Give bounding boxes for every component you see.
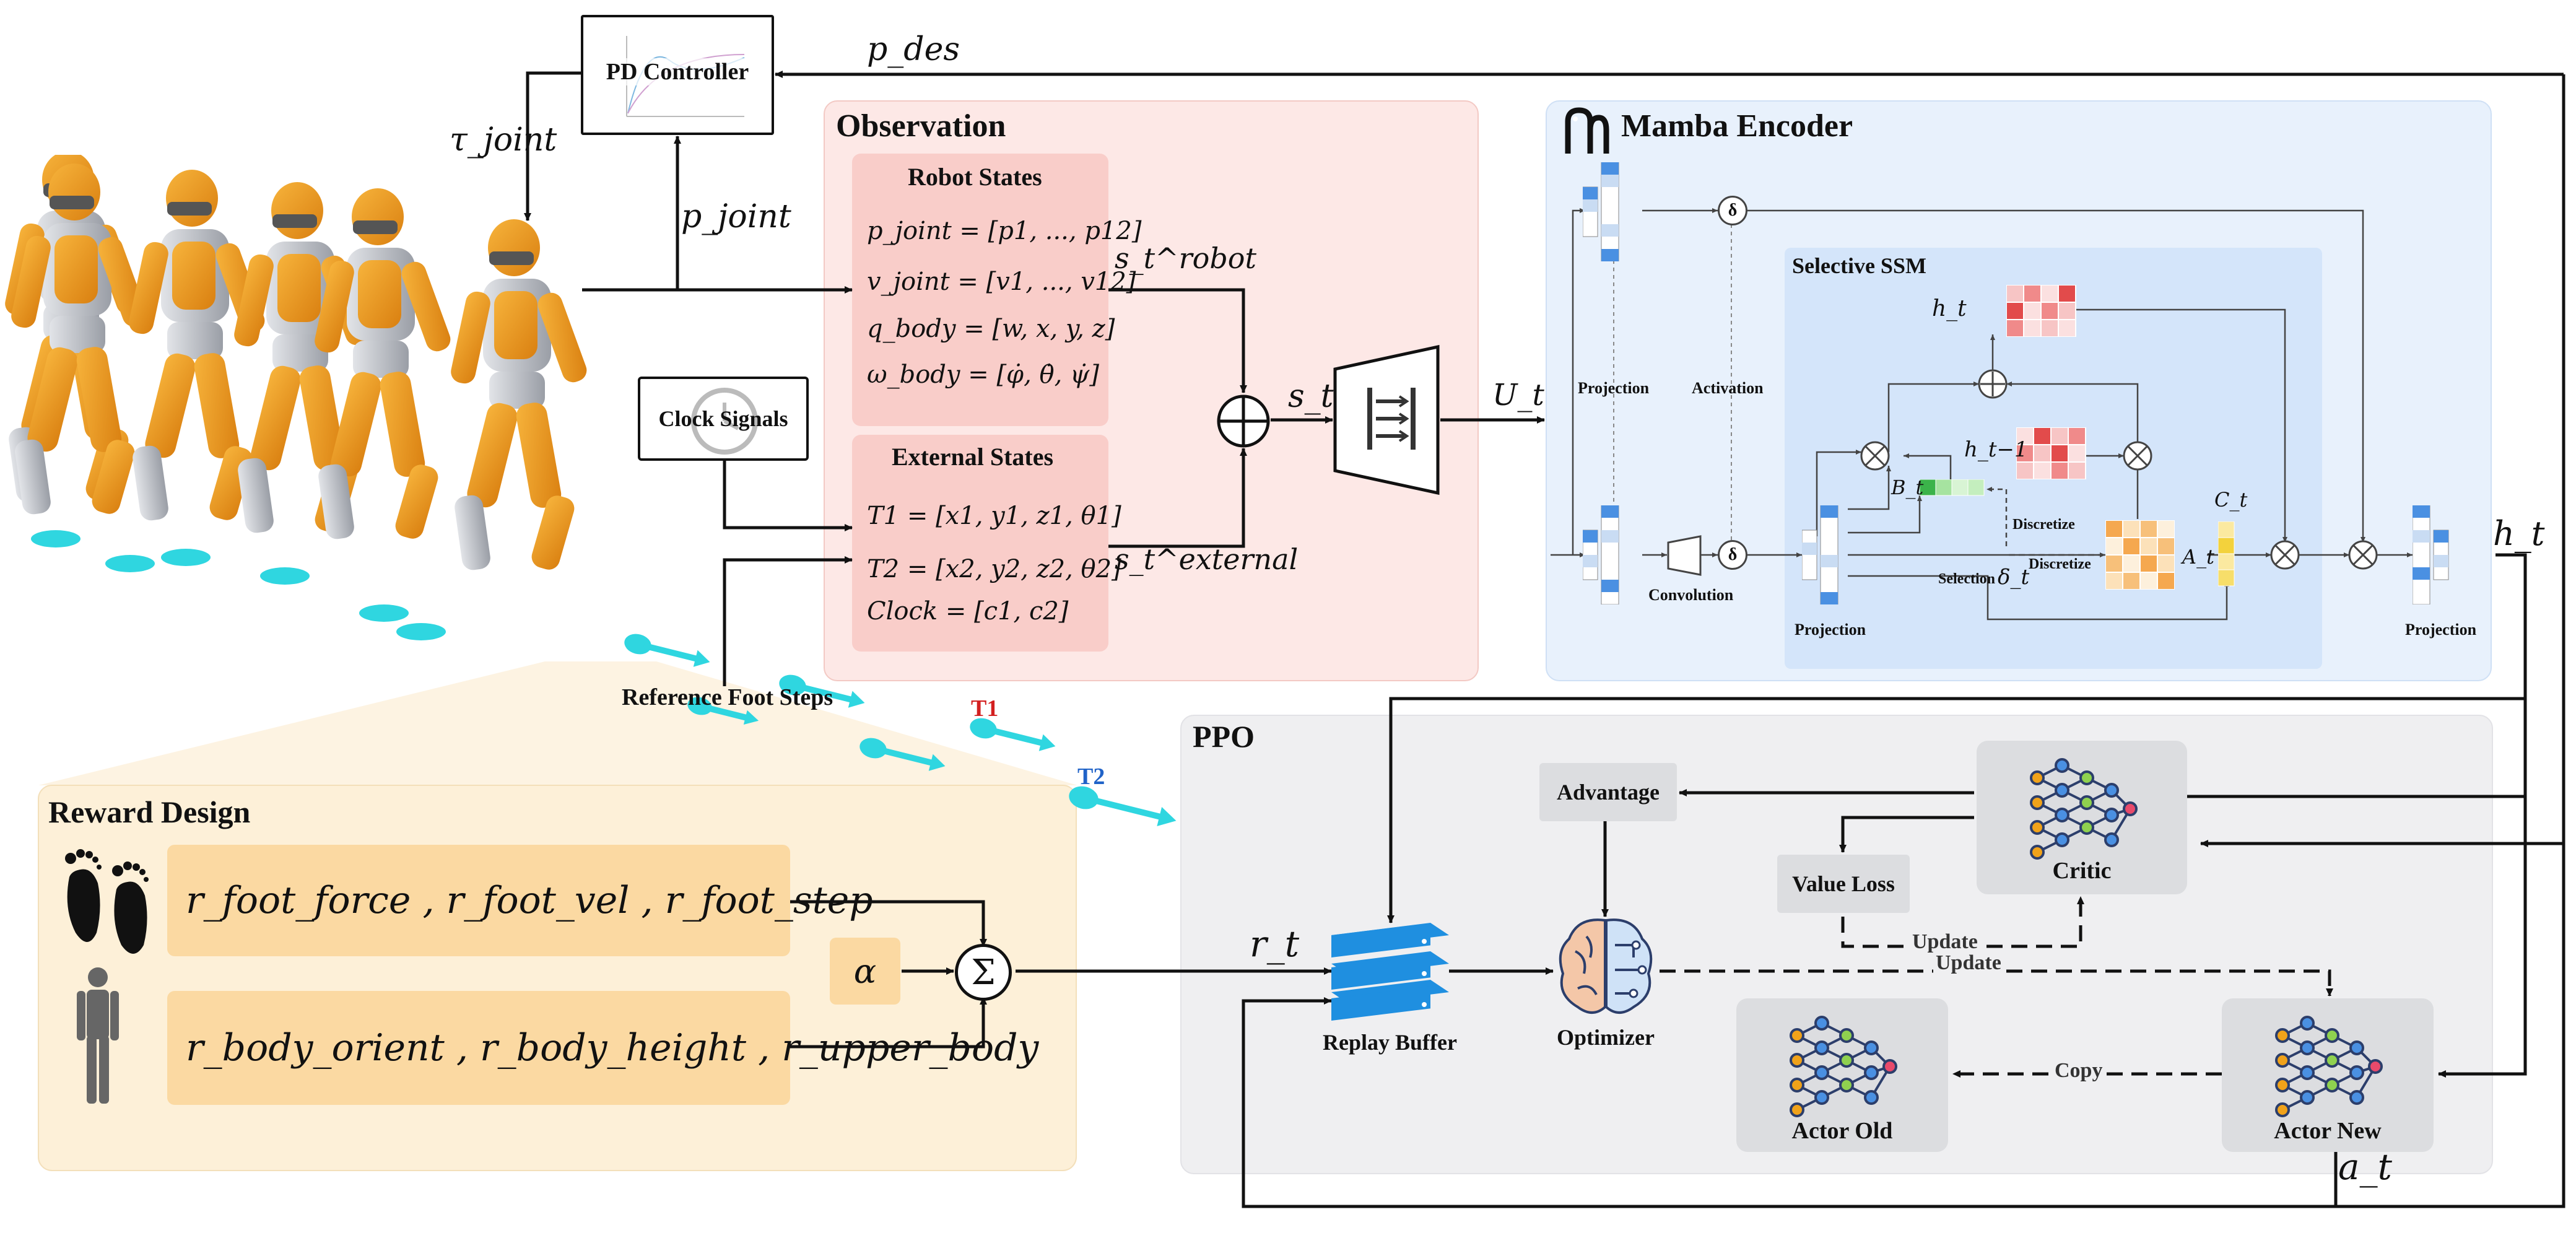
external-state-line-2: T2 = [x2, y2, z2, θ2]	[867, 555, 1121, 583]
value-loss-label: Value Loss	[1792, 871, 1895, 896]
h-t-inner-label: h_t	[1932, 296, 1967, 321]
h-prev-heatmap	[2016, 427, 2086, 479]
s-t-label: s_t	[1288, 378, 1334, 415]
human-body-icon	[77, 967, 119, 1104]
s-external-label: s_t^external	[1115, 543, 1299, 576]
h-t-heatmap	[2006, 285, 2076, 337]
copy-label: Copy	[2052, 1059, 2105, 1083]
value-loss-box: Value Loss	[1777, 855, 1910, 913]
actor-new-label: Actor New	[2274, 1118, 2382, 1144]
delta-node-bottom: δ	[1718, 540, 1747, 570]
ppo-title: PPO	[1193, 719, 1255, 754]
r-t-label: r_t	[1250, 923, 1300, 965]
mamba-activation-label: Activation	[1692, 379, 1764, 397]
delta-top-symbol: δ	[1728, 201, 1738, 220]
pd-controller-label: PD Controller	[606, 58, 749, 85]
encoder-trapezoid-icon	[1333, 344, 1440, 495]
c-t-label: C_t	[2214, 488, 2248, 512]
humanoid-robots-illustration	[5, 155, 590, 640]
advantage-label: Advantage	[1556, 780, 1660, 805]
external-states-title: External States	[892, 443, 1054, 471]
convolution-trapezoid-icon	[1667, 535, 1702, 576]
mamba-output-projection-stack	[2413, 505, 2449, 604]
body-reward-terms: r_body_orient , r_body_height , r_upper_…	[186, 1026, 1039, 1070]
sum-symbol: Σ	[971, 952, 996, 993]
observation-title: Observation	[836, 108, 1006, 144]
a-t-label: A_t	[2182, 545, 2214, 569]
pd-controller-box: PD Controller	[581, 15, 774, 135]
a-t-heatmap	[2105, 520, 2175, 590]
clock-signals-box: Clock Signals	[638, 377, 809, 461]
b-t-label: B_t	[1891, 476, 1924, 499]
external-states-box	[852, 435, 1108, 652]
robot-state-line-3: q_body = [w, x, y, z]	[867, 315, 1115, 343]
critic-box: Critic	[1977, 741, 2187, 894]
p-des-label: p_des	[867, 31, 960, 68]
delta-t-label: δ_t	[1998, 565, 2030, 590]
optimizer-brain-icon	[1559, 918, 1653, 1014]
selection-label: Selection	[1938, 571, 1995, 587]
discretize-label-b: Discretize	[2012, 517, 2075, 533]
robot-state-line-1: p_joint = [p1, ..., p12]	[867, 217, 1142, 245]
actor-old-label: Actor Old	[1791, 1118, 1893, 1144]
ssm-input-projection-stack	[1802, 505, 1838, 604]
discretize-label-a: Discretize	[2029, 556, 2091, 572]
robot-state-line-4: ω_body = [φ̇, θ̇, ψ̇]	[867, 360, 1099, 389]
delta-node-top: δ	[1718, 196, 1747, 225]
ssm-projection-label: Projection	[1795, 621, 1866, 639]
concat-oplus-icon	[1217, 395, 1270, 448]
c-t-bar	[2218, 521, 2235, 587]
optimizer-label: Optimizer	[1557, 1025, 1655, 1050]
reward-design-title: Reward Design	[48, 795, 251, 829]
mamba-projection-label: Projection	[1578, 379, 1650, 397]
b-t-bar	[1920, 479, 1985, 496]
selective-ssm-title: Selective SSM	[1792, 253, 1926, 278]
actor-new-box: Actor New	[2222, 998, 2434, 1152]
external-state-line-1: T1 = [x1, y1, z1, θ1]	[867, 502, 1121, 530]
external-state-line-3: Clock = [c1, c2]	[867, 597, 1069, 626]
u-t-label: U_t	[1492, 378, 1544, 412]
tau-joint-label: τ_joint	[450, 121, 557, 159]
mamba-output-projection-label: Projection	[2405, 621, 2477, 639]
reference-foot-steps-label: Reference Foot Steps	[622, 684, 833, 710]
sum-node: Σ	[955, 944, 1012, 1001]
clock-signals-label: Clock Signals	[658, 406, 788, 431]
robot-states-title: Robot States	[908, 163, 1042, 191]
p-joint-label: p_joint	[681, 198, 791, 235]
mamba-projection-stack-top	[1583, 162, 1619, 261]
foot-reward-terms-box: r_foot_force , r_foot_vel , r_foot_step	[167, 845, 873, 956]
ssm-operator-nodes	[1860, 369, 2378, 570]
update-label-1: Update	[1910, 930, 1980, 954]
alpha-box: α	[830, 938, 900, 1005]
delta-bottom-symbol: δ	[1728, 545, 1738, 564]
mamba-encoder-title: Mamba Encoder	[1621, 108, 1853, 144]
advantage-box: Advantage	[1539, 763, 1677, 821]
replay-buffer-label: Replay Buffer	[1323, 1030, 1457, 1055]
a-t-output-label: a_t	[2338, 1146, 2392, 1188]
mamba-projection-stack-bottom	[1583, 505, 1619, 604]
update-label-2: Update	[1933, 951, 2004, 975]
footprints-icon	[65, 849, 149, 954]
s-robot-label: s_t^robot	[1115, 242, 1256, 275]
robot-states-box	[852, 154, 1108, 426]
h-t-output-label: h_t	[2493, 514, 2545, 553]
clock-icon	[691, 388, 758, 455]
actor-old-box: Actor Old	[1736, 998, 1948, 1152]
foot-reward-terms: r_foot_force , r_foot_vel , r_foot_step	[186, 879, 873, 922]
body-reward-terms-box: r_body_orient , r_body_height , r_upper_…	[167, 991, 1038, 1105]
h-prev-label: h_t−1	[1964, 437, 2028, 462]
mamba-convolution-label: Convolution	[1648, 586, 1734, 604]
t2-label: T2	[1077, 764, 1105, 790]
alpha-symbol: α	[853, 951, 877, 991]
mamba-snake-icon	[1565, 107, 1609, 154]
critic-label: Critic	[2052, 858, 2112, 884]
t1-label: T1	[971, 696, 999, 722]
robot-state-line-2: v_joint = [v1, ..., v12]	[867, 268, 1136, 296]
replay-buffer-icon	[1331, 923, 1449, 1021]
